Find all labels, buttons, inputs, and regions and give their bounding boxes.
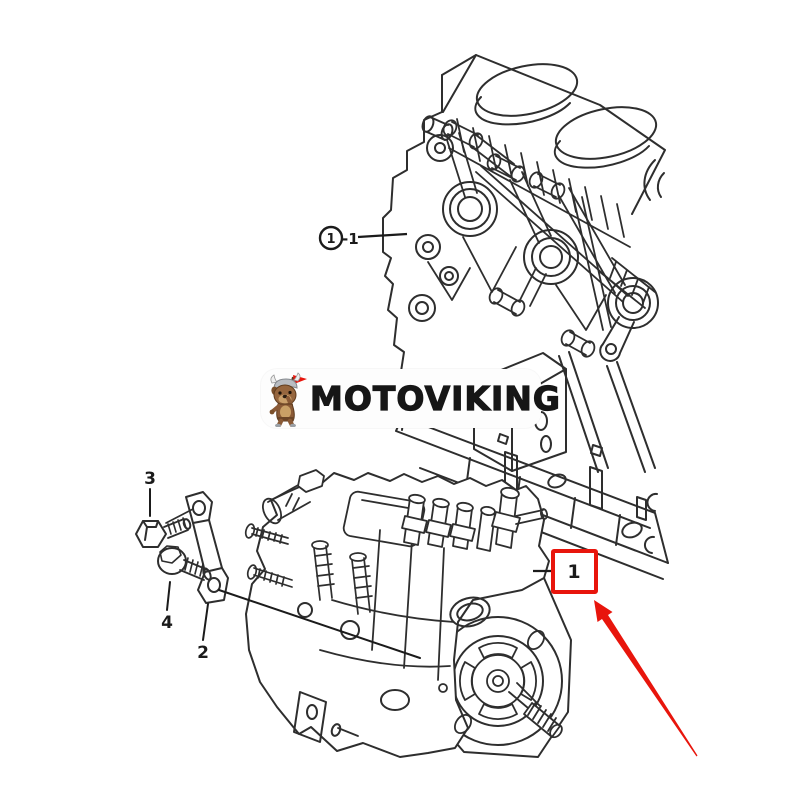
cylinder-bores [474,63,665,201]
brand-name: MOTOVIKING [309,378,561,418]
mascot-horn-right [293,371,301,381]
brand-watermark: MOTOVIKING [261,369,561,428]
block-left-edge [382,111,459,431]
viking-mascot-icon [269,371,307,427]
pump-body [245,472,550,758]
mascot-belt [278,416,294,420]
callout-bolt-upper-label: 3 [144,469,156,489]
leader-line-bracket-to-pump [218,589,421,659]
hex-bolt [135,517,192,548]
highlight-box [551,549,598,594]
flange-bolt [157,545,212,581]
callout-engine-block-suffix: -1 [342,230,359,248]
callout-engine-block-number: 1 [326,232,335,247]
governor-cover [342,490,426,548]
mascot-paw [269,409,275,414]
leader-line-bolt-to-hole [165,508,194,524]
leader-line-bolt-lower [166,581,171,611]
bearing-bosses [442,181,659,362]
red-arrow-icon [594,600,698,757]
injection-pump-drawing [244,469,572,758]
mascot-boot-left [275,423,281,427]
leader-line-bracket [202,603,209,641]
pump-hub-and-shaft [438,629,563,739]
highlight-box-label: 1 [567,561,580,583]
mascot-horn-left [270,373,278,383]
callout-bolt-lower-label: 4 [161,613,173,633]
callout-engine-block: 1 -1 [318,225,408,251]
fuel-solenoid [262,469,325,525]
highlight-callout: 1 [533,549,598,594]
callout-bracket-label: 2 [197,643,209,663]
leader-line-engine-block [357,232,408,239]
mascot-eye-right [288,390,292,394]
callout-circle [318,225,344,251]
mascot-chest [280,405,291,418]
side-studs [244,523,373,615]
mounting-bracket-drawing [135,488,421,659]
delivery-valve-holders [401,486,548,552]
web-ribs [427,132,629,331]
mascot-eye-left [278,390,282,395]
dowel-pins [442,119,596,358]
mascot-arm-left [271,403,281,413]
mascot-boot-right [290,423,296,427]
block-top-face [441,54,666,215]
